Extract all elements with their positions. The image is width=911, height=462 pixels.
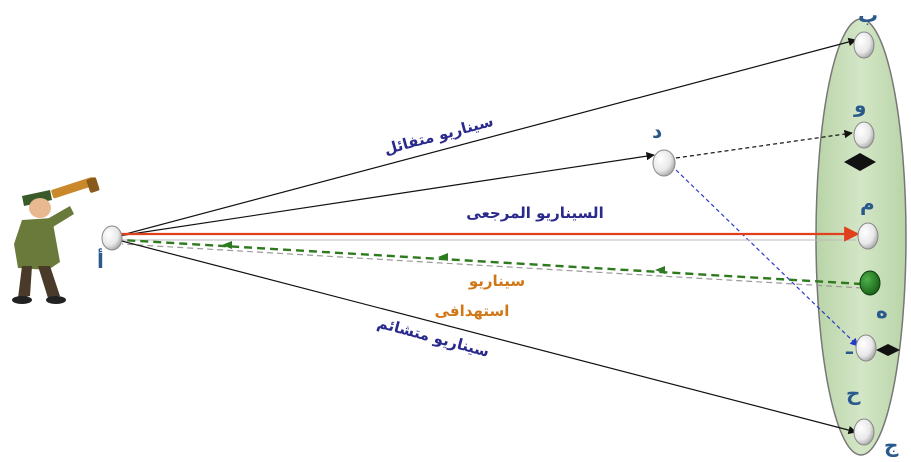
label-point-waw: و — [853, 93, 866, 117]
node-meem — [857, 222, 879, 250]
small-diamond-marker — [876, 344, 900, 356]
target-guide-line — [121, 243, 863, 289]
diamond-marker — [844, 153, 876, 171]
node-ta — [855, 334, 877, 362]
person-with-telescope-icon — [12, 177, 100, 304]
node-ha — [859, 270, 881, 296]
label-point-jeem: ج — [884, 433, 899, 457]
optimistic-arrow — [117, 37, 857, 237]
label-point-hha: ح — [846, 381, 861, 405]
arrow-dal-to-waw — [675, 129, 853, 159]
label-point-dal: د — [652, 119, 662, 143]
label-point-ha: ه — [876, 299, 888, 323]
node-b — [853, 31, 875, 59]
target-arrowhead-2 — [438, 253, 448, 261]
label-point-b: ب — [858, 3, 878, 27]
label-target-scenario-line2: استهدافى — [435, 302, 510, 320]
target-arrowhead-3 — [655, 266, 665, 274]
target-arrow — [121, 238, 863, 286]
label-reference-scenario: السيناريو المرجعى — [466, 204, 603, 222]
node-dal — [652, 149, 676, 177]
label-pessimistic-scenario: سيناريو متشائم — [375, 314, 491, 361]
label-point-a: أ — [97, 247, 104, 273]
label-point-ta: ـ — [845, 335, 854, 359]
label-point-meem: م — [860, 191, 875, 215]
node-a — [101, 225, 123, 251]
arrow-a-to-dal — [117, 151, 655, 237]
label-target-scenario-line1: سيناريو — [468, 272, 525, 290]
node-jeem — [853, 418, 875, 446]
node-waw — [853, 121, 875, 149]
target-arrowhead-1 — [222, 241, 232, 249]
pessimistic-arrow — [117, 239, 857, 435]
arrow-dal-to-ta — [675, 169, 859, 347]
